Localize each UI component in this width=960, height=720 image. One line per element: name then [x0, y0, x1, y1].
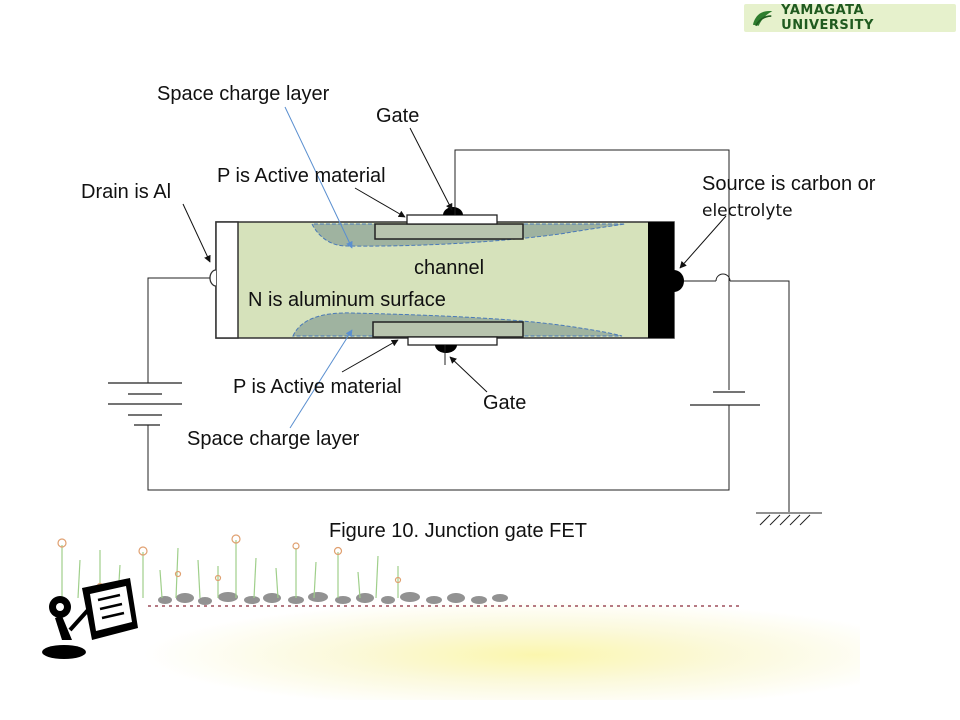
- arrow-space-charge-top: [284, 106, 353, 249]
- ground-symbol: [756, 512, 822, 526]
- label-source-line2: electrolyte: [702, 201, 793, 221]
- label-p-active-top: P is Active material: [217, 165, 386, 187]
- gate-contact-top: [406, 214, 498, 225]
- label-space-charge-layer-top: Space charge layer: [157, 83, 330, 105]
- arrow-p-active-top: [354, 187, 406, 218]
- label-p-active-bottom: P is Active material: [233, 376, 402, 398]
- label-n-aluminum-surface: N is aluminum surface: [248, 289, 446, 311]
- gate-contact-bottom: [407, 336, 498, 346]
- battery-left: [108, 382, 182, 426]
- podium-document-icon: [42, 578, 138, 659]
- figure-caption: Figure 10. Junction gate FET: [329, 520, 587, 542]
- gate-plate-top: [374, 223, 524, 240]
- arrow-gate-bottom: [449, 356, 488, 393]
- arrow-space-charge-bottom: [289, 329, 353, 429]
- arrow-gate-top: [409, 127, 453, 211]
- label-drain: Drain is Al: [81, 181, 172, 203]
- university-logo: YAMAGATA UNIVERSITY: [744, 3, 956, 33]
- arrow-p-active-bottom: [341, 339, 399, 373]
- arrow-source: [679, 215, 727, 269]
- source-terminal: [674, 270, 684, 292]
- drain-electrode: [215, 221, 239, 339]
- label-source-line1: Source is carbon or: [702, 173, 876, 195]
- decorative-stones: [158, 592, 508, 605]
- label-gate-bottom: Gate: [483, 392, 527, 414]
- gate-terminal-top: [443, 207, 463, 215]
- decorative-flowers: [57, 534, 402, 590]
- gate-terminal-bottom: [435, 345, 457, 353]
- arrow-drain: [182, 203, 211, 263]
- label-channel: channel: [414, 257, 485, 279]
- circuit-wires: [147, 149, 790, 512]
- drain-terminal: [209, 269, 217, 287]
- battery-right: [690, 391, 760, 406]
- gate-plate-bottom: [372, 321, 524, 338]
- decorative-grass: [61, 540, 399, 599]
- pointer-arrows: [182, 106, 727, 429]
- university-name: YAMAGATA UNIVERSITY: [781, 3, 874, 33]
- label-space-charge-layer-bottom: Space charge layer: [187, 428, 360, 450]
- leaf-logo-icon: [752, 11, 773, 27]
- source-electrode: [648, 222, 674, 338]
- label-gate-top: Gate: [376, 105, 420, 127]
- footer-glow: [140, 600, 860, 700]
